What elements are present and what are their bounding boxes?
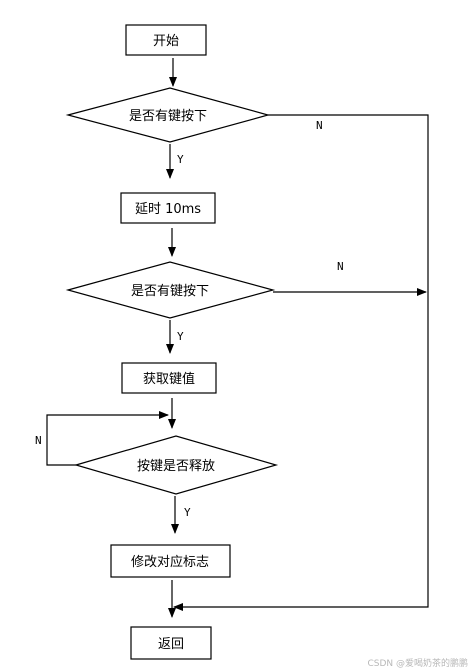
line-right-return <box>173 293 429 611</box>
modify-flag-node: 修改对应标志 <box>110 544 231 578</box>
watermark-text: CSDN @爱喝奶茶的鹏鹏 <box>367 657 468 669</box>
line-decision1-no <box>268 114 429 293</box>
line-decision3-no-loop <box>46 411 169 466</box>
decision3-node: 按键是否释放 <box>73 435 279 495</box>
decision2-node: 是否有键按下 <box>65 261 276 319</box>
decision3-yes-label: Y <box>184 506 191 519</box>
start-label: 开始 <box>153 34 179 49</box>
decision1-node: 是否有键按下 <box>65 87 271 143</box>
start-node: 开始 <box>125 24 207 56</box>
delay-node: 延时 10ms <box>120 192 216 224</box>
decision1-no-label: N <box>316 119 323 132</box>
get-key-node: 获取键值 <box>121 362 217 394</box>
decision2-no-label: N <box>337 260 344 273</box>
delay-label: 延时 10ms <box>135 202 201 217</box>
decision1-yes-label: Y <box>177 153 184 166</box>
decision3-no-label: N <box>35 434 42 447</box>
return-label: 返回 <box>158 637 184 652</box>
get-key-label: 获取键值 <box>143 371 195 387</box>
modify-flag-label: 修改对应标志 <box>131 554 209 570</box>
decision2-label: 是否有键按下 <box>131 284 209 299</box>
return-node: 返回 <box>130 626 212 660</box>
decision1-label: 是否有键按下 <box>129 109 207 124</box>
decision3-label: 按键是否释放 <box>137 459 215 474</box>
decision2-yes-label: Y <box>177 330 184 343</box>
